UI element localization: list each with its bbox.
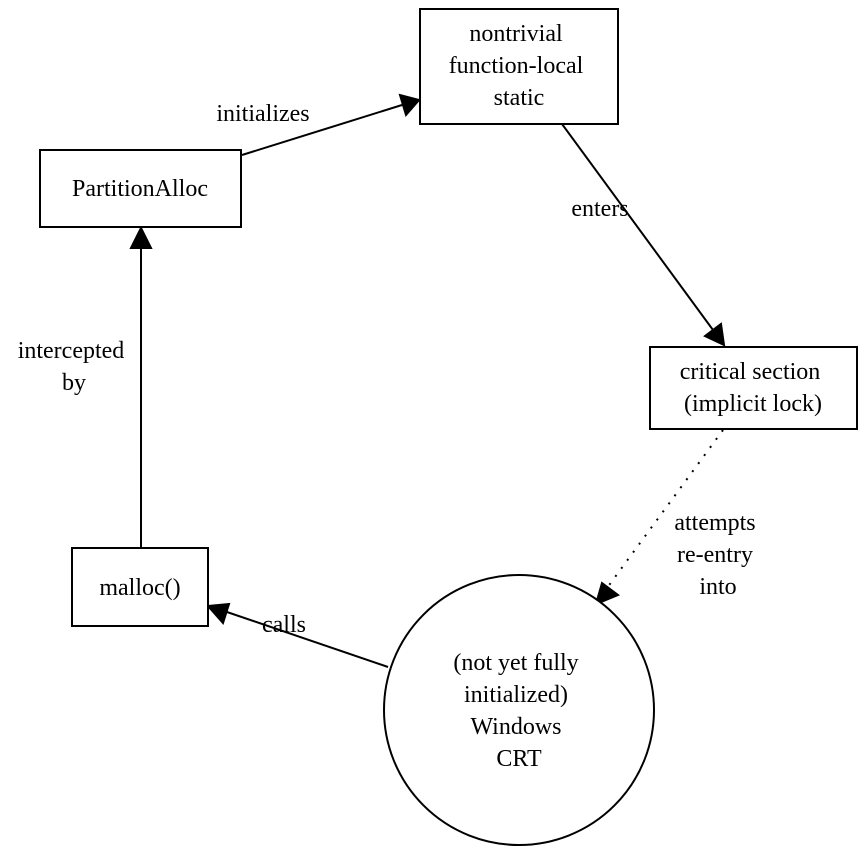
arrowhead-enters	[703, 322, 726, 347]
node-label-malloc: malloc()	[99, 575, 180, 601]
edge-label-intercepted-by: intercepted by	[18, 338, 131, 396]
arrowhead-initializes	[398, 93, 421, 118]
node-critical-section: critical section (implicit lock)	[649, 346, 858, 430]
edge-label-enters: enters	[571, 196, 628, 222]
node-windows-crt: (not yet fully initialized) Windows CRT	[383, 574, 655, 846]
edge-initializes: initializes	[216, 93, 421, 156]
arrowhead-attempts-reentry	[594, 581, 621, 606]
edge-label-initializes: initializes	[216, 101, 309, 127]
edge-attempts-reentry: attempts re-entry into	[594, 429, 761, 606]
node-partitionalloc: PartitionAlloc	[39, 149, 242, 228]
node-label-critical-section: critical section (implicit lock)	[680, 359, 827, 417]
node-label-windows-crt: (not yet fully initialized) Windows CRT	[453, 650, 584, 772]
node-function-local-static: nontrivial function-local static	[419, 8, 619, 125]
edge-calls: calls	[205, 602, 389, 668]
edge-intercepted-by: intercepted by	[18, 225, 153, 548]
node-malloc: malloc()	[71, 547, 209, 627]
edge-enters: enters	[561, 123, 726, 347]
arrowhead-intercepted-by	[129, 225, 153, 249]
node-label-partitionalloc: PartitionAlloc	[72, 176, 208, 202]
node-label-function-local-static: nontrivial function-local static	[449, 21, 590, 111]
edge-label-calls: calls	[262, 612, 306, 638]
edge-label-attempts-reentry: attempts re-entry into	[674, 510, 761, 600]
arrowhead-calls	[205, 602, 231, 625]
